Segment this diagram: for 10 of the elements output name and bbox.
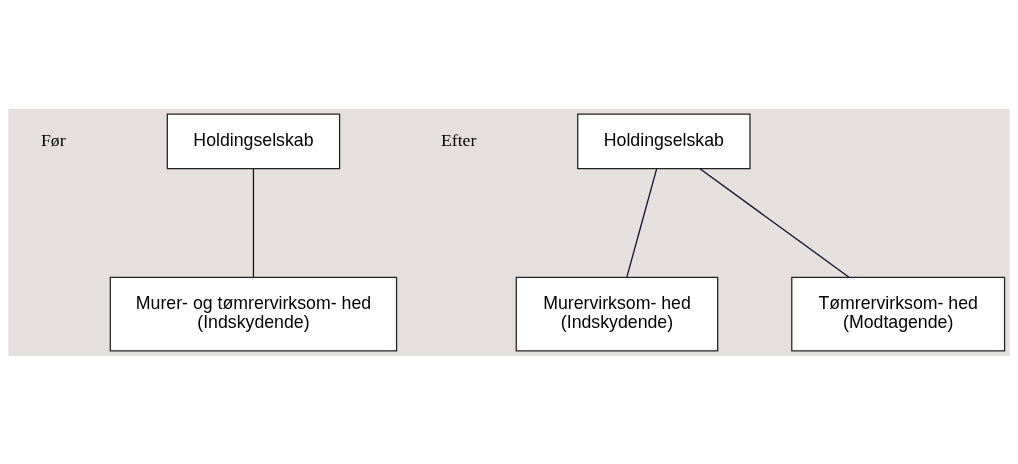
node-box: Holdingselskab (166, 112, 341, 169)
label: Efter (440, 129, 477, 150)
label: Før (41, 129, 66, 150)
connector (626, 167, 658, 277)
node-box: Holdingselskab (577, 112, 751, 169)
node-box: Murer- og tømrervirksom- hed (Indskydende) (109, 276, 398, 352)
node-box: Murervirksom- hed (Indskydende) (515, 276, 719, 352)
node-box: Tømrervirksom- hed (Modtagende) (791, 276, 1006, 352)
connector (699, 167, 850, 278)
connector (252, 167, 255, 277)
